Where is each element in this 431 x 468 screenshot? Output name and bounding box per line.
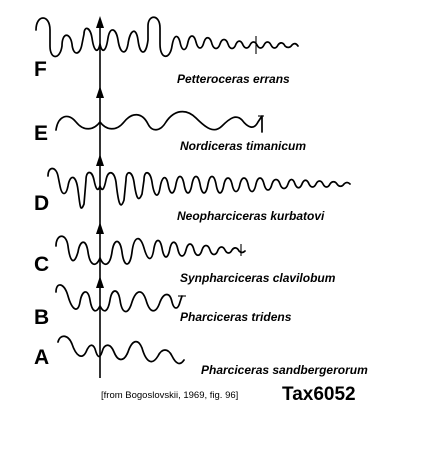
ventral-axis bbox=[96, 16, 104, 378]
row-letter-a: A bbox=[34, 346, 49, 369]
axis-arrowhead-e bbox=[96, 86, 104, 98]
suture-line-c bbox=[55, 235, 246, 266]
row-letter-c: C bbox=[34, 253, 49, 276]
species-name-c: Synpharciceras clavilobum bbox=[180, 271, 336, 285]
suture-line-d bbox=[47, 167, 351, 209]
species-name-d: Neopharciceras kurbatovi bbox=[177, 209, 325, 223]
species-name-e: Nordiceras timanicum bbox=[180, 139, 306, 153]
suture-row-e: E Nordiceras timanicum bbox=[34, 110, 306, 153]
suture-row-f: F Petteroceras errans bbox=[34, 16, 299, 86]
suture-row-c: C Synpharciceras clavilobum bbox=[34, 235, 336, 285]
axis-arrowhead-b bbox=[96, 276, 104, 288]
suture-line-f bbox=[35, 16, 299, 58]
tax-id-label: Tax6052 bbox=[282, 384, 356, 405]
row-letter-b: B bbox=[34, 306, 49, 329]
suture-row-b: B Pharciceras tridens bbox=[34, 284, 292, 329]
axis-arrowhead-f bbox=[96, 16, 104, 28]
suture-row-d: D Neopharciceras kurbatovi bbox=[34, 167, 351, 223]
row-letter-e: E bbox=[34, 122, 48, 145]
row-letter-f: F bbox=[34, 58, 47, 81]
axis-arrowhead-d bbox=[96, 154, 104, 166]
row-letter-d: D bbox=[34, 192, 49, 215]
suture-line-e bbox=[55, 110, 263, 133]
citation-text: [from Bogoslovskii, 1969, fig. 96] bbox=[101, 390, 238, 401]
suture-row-a: A Pharciceras sandbergerorum bbox=[34, 335, 368, 377]
species-name-b: Pharciceras tridens bbox=[180, 310, 292, 324]
suture-line-a bbox=[57, 335, 185, 365]
axis-arrowhead-c bbox=[96, 222, 104, 234]
suture-line-b bbox=[55, 284, 183, 313]
species-name-f: Petteroceras errans bbox=[177, 72, 290, 86]
species-name-a: Pharciceras sandbergerorum bbox=[201, 363, 368, 377]
